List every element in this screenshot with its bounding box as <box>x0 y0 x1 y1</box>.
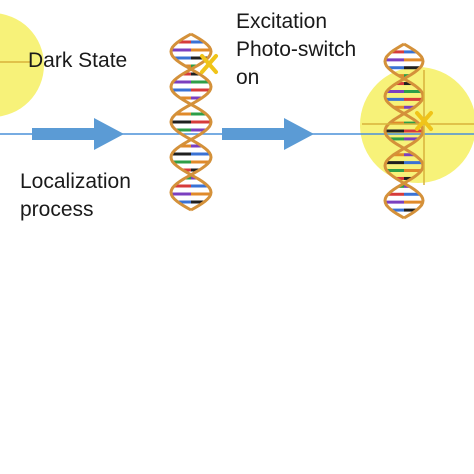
helix-backbone <box>169 32 213 212</box>
excitation-line-1: Excitation <box>236 10 328 33</box>
excitation-line-2: Photo-switch <box>236 38 357 61</box>
dna-helix-middle <box>169 32 213 212</box>
helix-backbone <box>383 42 425 220</box>
excitation-line-3: on <box>236 66 260 89</box>
dna-helix-right <box>383 42 425 220</box>
helix-backbone <box>383 42 425 220</box>
localized-glow <box>360 67 474 183</box>
localization-label: Localization process <box>20 168 131 224</box>
right-arrow-icon-1 <box>32 118 124 150</box>
localization-line-2: process <box>20 198 94 221</box>
localization-line-1: Localization <box>20 170 131 193</box>
x-marker-icon <box>200 54 218 74</box>
dark-state-glow <box>0 13 44 117</box>
x-marker-icon <box>415 111 433 131</box>
helix-backbone <box>169 32 213 212</box>
right-arrow-icon-2 <box>222 118 314 150</box>
excitation-label: Excitation Photo-switch on <box>236 8 356 92</box>
dark-state-label: Dark State <box>28 49 128 72</box>
